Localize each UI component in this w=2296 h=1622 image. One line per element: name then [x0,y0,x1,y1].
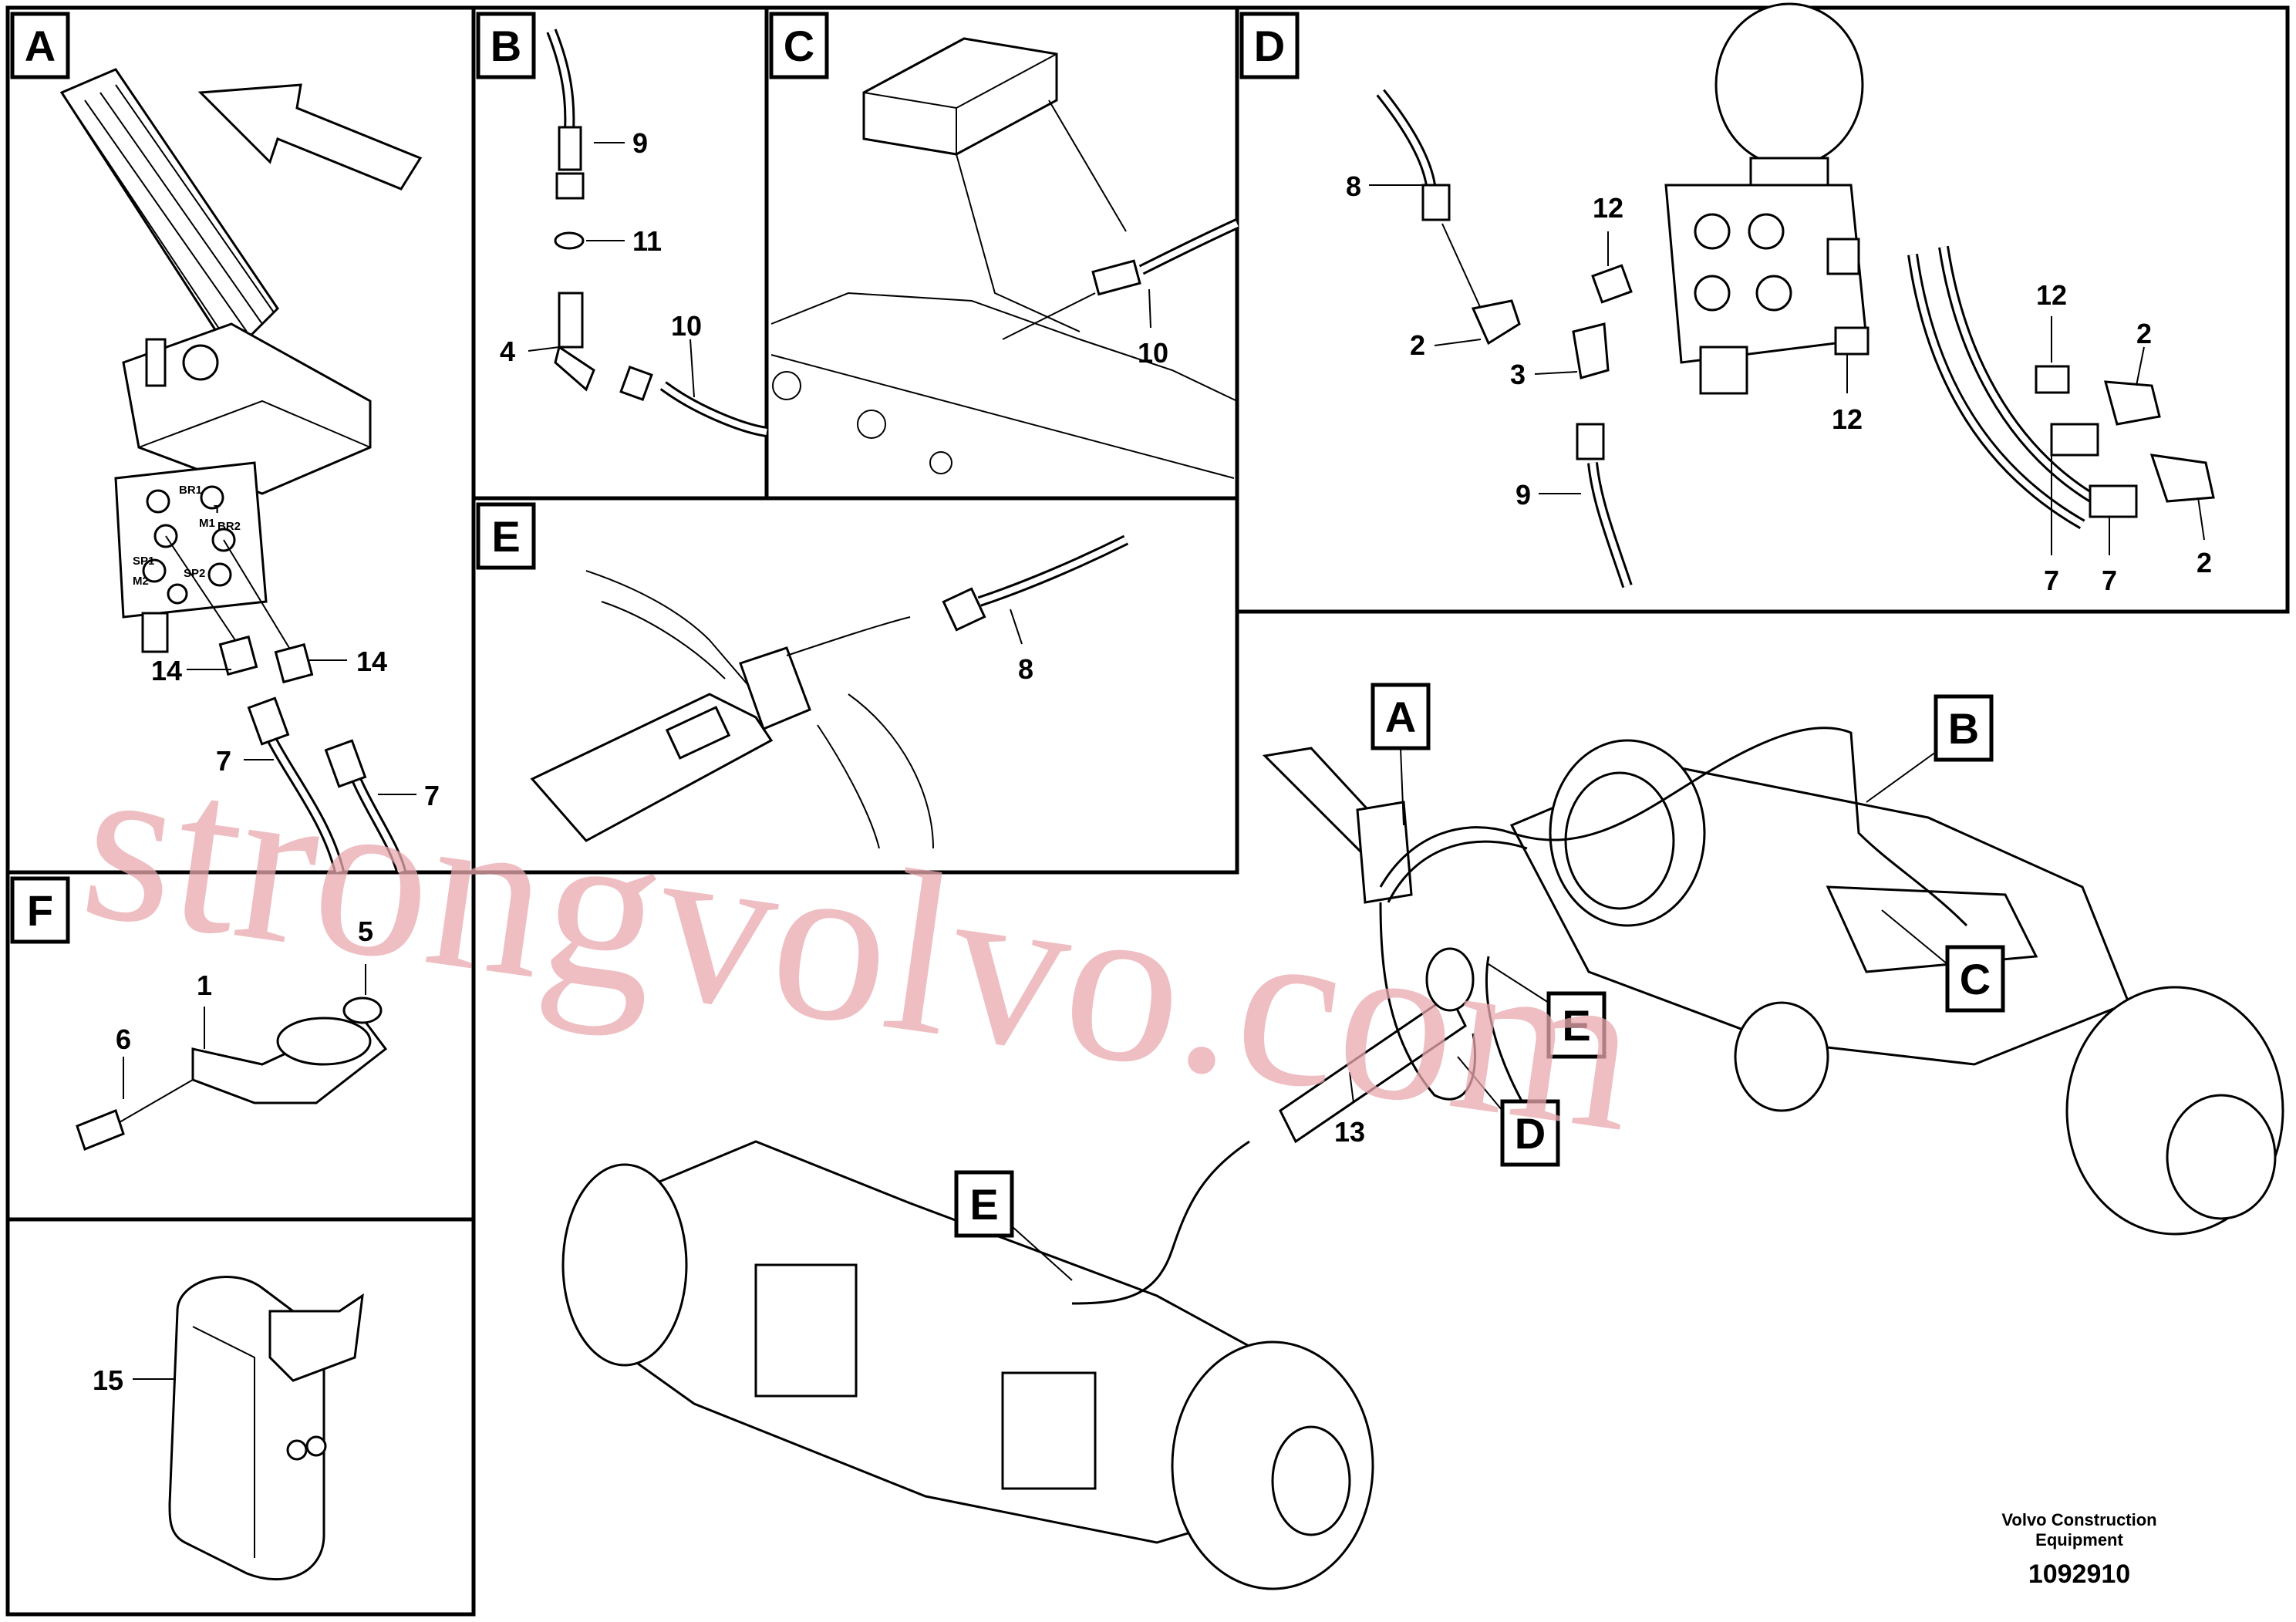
port-mark-br1: BR1 [179,484,202,497]
callout-d-7-right: 7 [2102,565,2117,596]
credit-line-1: Volvo Construction [2001,1510,2156,1529]
panel-e-label: E [491,512,520,561]
port-mark-m1: M1 [199,517,215,530]
port-mark-sp1: SP1 [133,555,154,568]
panel-c-callouts: 10 [1138,288,1168,369]
document-number: 1092910 [2028,1560,2130,1589]
panel-d-tag: D [1239,12,1300,79]
panel-d-callouts: 8 12 2 3 9 12 12 2 7 7 2 [1346,170,2212,596]
callout-g-15: 15 [93,1364,123,1396]
panel-c-parts [770,37,1239,479]
callout-b-9: 9 [632,127,648,159]
callout-e-8: 8 [1018,653,1033,685]
callout-overview-13: 13 [1334,1116,1365,1148]
panel-f-tag: F [10,876,70,944]
port-mark-m2: M2 [133,575,149,588]
panel-e-frame [471,496,1239,875]
credit-line-2: Equipment [2035,1530,2123,1549]
overview-tag-c: C [1881,909,2005,1013]
panel-a-label: A [25,22,56,70]
panel-e-tag: E [476,502,536,570]
panel-c-label: C [784,22,814,70]
port-mark-t: T [214,503,221,516]
overview-tag-e-upper: E [1488,963,1607,1059]
callout-d-8: 8 [1346,170,1361,202]
callout-d-2-right-bottom: 2 [2197,547,2212,578]
overview-tag-b-label: B [1948,704,1979,753]
callout-d-3: 3 [1510,359,1526,390]
panel-b-label: B [491,22,521,70]
port-mark-br2: BR2 [217,520,241,533]
callout-d-12-top: 12 [1593,192,1623,224]
panel-a-tag: A [10,12,70,79]
panel-e-parts [530,534,1129,849]
panel-b-tag: B [476,12,536,79]
callout-a-7-left: 7 [216,745,231,777]
callout-c-10: 10 [1138,337,1168,369]
overview-tag-a: A [1371,683,1431,826]
callout-b-11: 11 [632,225,662,257]
callout-a-7-right: 7 [424,780,440,811]
panel-f-callouts: 5 1 6 [116,916,373,1099]
panel-e-callouts: 8 [1010,609,1033,685]
credit-block: Volvo Construction Equipment 1092910 [2001,1510,2156,1589]
callout-f-5: 5 [358,916,373,947]
callout-f-1: 1 [197,969,212,1001]
brake-pedal-assembly: BR1 T M1 BR2 SP1 M2 SP2 [59,68,423,873]
panel-d-frame [1235,5,2290,614]
watermark: strongvolvo.com [69,709,1651,1180]
overview-tag-d-label: D [1515,1109,1546,1158]
callout-f-6: 6 [116,1023,131,1055]
panel-g-callouts: 15 [93,1364,174,1396]
panel-g-parts [168,1276,364,1581]
callout-b-10: 10 [671,310,702,342]
callout-a-14-right: 14 [356,646,387,677]
overview-tag-a-label: A [1385,693,1416,741]
callout-d-7-left: 7 [2044,565,2059,596]
overview-tag-c-label: C [1960,955,1991,1003]
panel-g-frame [5,1217,476,1617]
callout-d-2-right-top: 2 [2136,318,2152,349]
panel-b-parts [546,29,768,437]
callout-d-12-right: 12 [2036,279,2067,311]
overview-assembly [561,727,2284,1590]
overview-tag-b: B [1866,694,1994,803]
panel-b-frame [471,5,769,501]
panel-c-tag: C [769,12,829,79]
callout-a-14-left: 14 [151,655,182,686]
callout-d-2-left: 2 [1410,329,1425,361]
callout-d-12-bottom: 12 [1832,403,1863,435]
panel-b-callouts: 9 11 4 10 [500,127,702,398]
panel-f-parts [76,996,388,1151]
callout-d-9: 9 [1515,479,1531,511]
watermark-text: strongvolvo.com [69,709,1651,1180]
callout-b-4: 4 [500,336,515,367]
overview-tag-e-lower: E [954,1170,1073,1281]
panel-a-callouts: 14 14 7 7 [151,646,440,811]
overview-tag-d: D [1457,1056,1560,1167]
panel-d-parts [1376,2,2215,588]
overview-tag-e-lower-label: E [969,1180,998,1229]
panel-d-label: D [1254,22,1285,70]
overview-callouts: 13 [1334,1071,1365,1148]
overview-tag-e-upper-label: E [1562,1001,1590,1050]
panel-f-label: F [27,886,53,935]
